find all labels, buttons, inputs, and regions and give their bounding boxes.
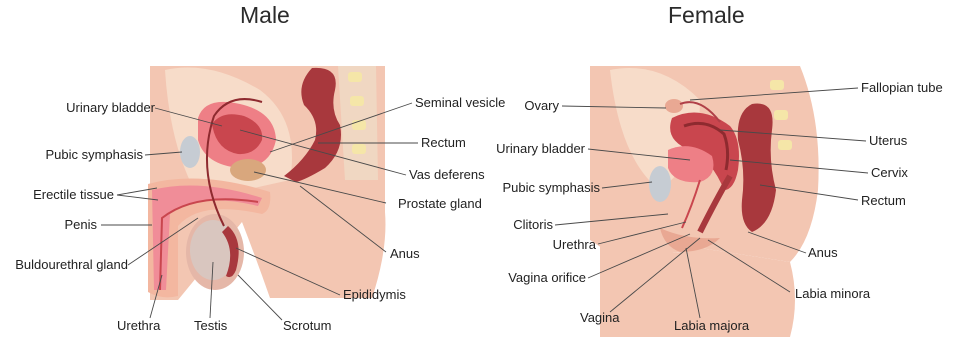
label-female-fallopian-tube: Fallopian tube [861,80,943,96]
female-rectum-organ [738,104,776,232]
label-male-rectum: Rectum [421,135,466,151]
label-female-rectum: Rectum [861,193,906,209]
male-vertebra [352,144,366,154]
male-vertebra [350,96,364,106]
label-male-vas-deferens: Vas deferens [409,167,485,183]
label-female-uterus: Uterus [869,133,907,149]
male-figure [148,66,385,300]
male-vertebra [348,72,362,82]
label-female-labia-minora: Labia minora [795,286,870,302]
label-male-pubic-symphasis: Pubic symphasis [45,147,143,163]
label-male-erectile-tissue: Erectile tissue [33,187,114,203]
female-ovary-organ [665,99,683,113]
label-female-vagina: Vagina [580,310,620,326]
label-male-anus: Anus [390,246,420,262]
label-female-urethra: Urethra [553,237,596,253]
female-vertebra [778,140,792,150]
male-pubic-bone [180,136,200,168]
label-male-testis: Testis [194,318,227,334]
label-male-buldourethral-gland: Buldourethral gland [15,257,128,273]
female-vertebra [770,80,784,90]
label-male-urethra: Urethra [117,318,160,334]
label-female-ovary: Ovary [524,98,559,114]
label-female-pubic-symphasis: Pubic symphasis [502,180,600,196]
female-pubic-bone [649,166,671,202]
label-female-clitoris: Clitoris [513,217,553,233]
label-male-prostate-gland: Prostate gland [398,196,482,212]
label-female-urinary-bladder: Urinary bladder [496,141,585,157]
female-title: Female [668,2,745,29]
label-male-penis: Penis [64,217,97,233]
label-male-urinary-bladder: Urinary bladder [66,100,155,116]
label-male-epididymis: Epididymis [343,287,406,303]
label-female-anus: Anus [808,245,838,261]
label-female-vagina-orifice: Vagina orifice [508,270,586,286]
label-female-labia-majora: Labia majora [674,318,749,334]
label-female-cervix: Cervix [871,165,908,181]
male-prostate-organ [230,159,266,181]
female-figure [590,66,819,337]
male-title: Male [240,2,290,29]
female-vertebra [774,110,788,120]
label-male-scrotum: Scrotum [283,318,331,334]
label-male-seminal-vesicle: Seminal vesicle [415,95,505,111]
